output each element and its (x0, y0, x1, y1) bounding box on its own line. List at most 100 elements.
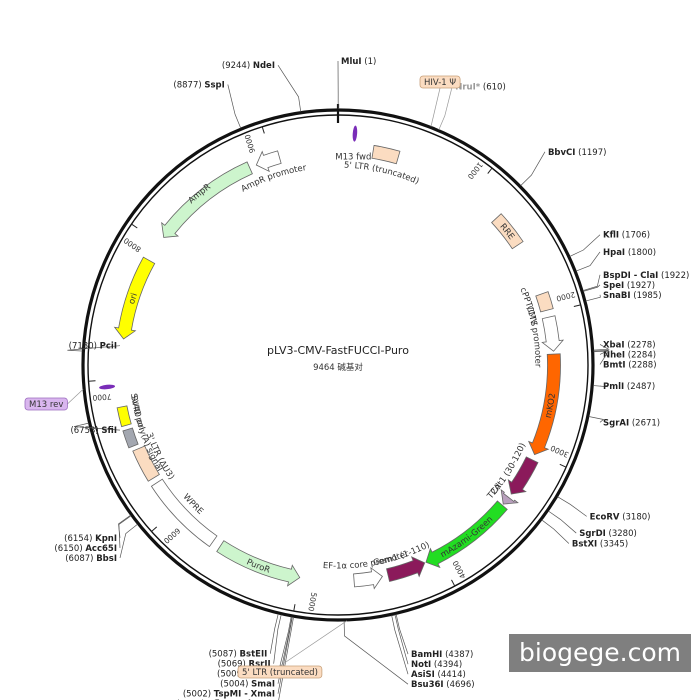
restriction-site-layer: MluI (1)NruI* (610)BbvCI (1197)KflI (170… (24, 57, 689, 700)
site-label: SgrAI (2671) (603, 418, 660, 428)
site-leader-line (273, 614, 282, 664)
feature-mazami-green (425, 500, 508, 569)
tick-label: 2000 (555, 290, 576, 303)
site-leader-line (588, 416, 605, 423)
site-label: (6154) KpnI (64, 534, 117, 544)
site-asisi: AsiSI (4414) (391, 615, 466, 680)
site-pcii: (7180) PciI (67, 342, 121, 352)
site-ecorv: EcoRV (3180) (557, 496, 650, 522)
plasmid-size: 9464 碱基对 (313, 362, 363, 373)
plasmid-backbone (81, 104, 595, 622)
feature-tag: M13 rev (24, 389, 84, 411)
feature-cdt1-30-120- (507, 456, 539, 495)
site-bbsi: (6087) BbsI (65, 523, 138, 564)
site-bmti: BmtI (2288) (593, 350, 657, 370)
site-label: NotI (4394) (411, 660, 462, 670)
site-sgrdi: SgrDI (3280) (548, 510, 637, 539)
site-leader-line (548, 510, 577, 534)
site-leader-line (391, 615, 409, 675)
site-bbvci: BbvCI (1197) (520, 148, 606, 186)
tick-label: 3000 (549, 443, 570, 459)
site-label: XbaI (2278) (603, 340, 656, 350)
site-leader-line (118, 514, 131, 538)
feature-label: CMV promoter (524, 305, 543, 368)
site-label: SgrDI (3280) (579, 529, 637, 539)
site-label: MluI (1) (341, 57, 376, 67)
tick-label: 5000 (306, 592, 318, 613)
feature-ampr-promoter (255, 150, 282, 173)
site-leader-line (67, 345, 121, 352)
site-leader-line (557, 496, 587, 517)
site-leader-line (343, 620, 409, 685)
feature-tag: 5' LTR (truncated) (237, 620, 348, 679)
site-snabi: SnaBI (1985) (585, 291, 662, 302)
site-label: Bsu36I (4696) (411, 680, 475, 690)
tick-mark (151, 526, 158, 532)
site-label: (5004) SmaI (220, 680, 275, 690)
svg-text:5' LTR (truncated): 5' LTR (truncated) (242, 668, 318, 678)
site-leader-line (73, 422, 121, 431)
primer-m13-rev (99, 384, 116, 390)
site-leader-line (593, 385, 609, 388)
site-leader-line (118, 515, 132, 548)
site-leader-line (520, 151, 546, 186)
tick-mark (559, 463, 567, 468)
feature-ef-1-core-promoter (353, 566, 383, 590)
tick-mark (131, 223, 138, 229)
tick-label: 7000 (92, 392, 112, 402)
plasmid-name: pLV3-CMV-FastFUCCI-Puro (267, 344, 409, 357)
feature-label: SV40 ori (128, 395, 146, 432)
site-label: (8877) SspI (173, 80, 224, 90)
feature-label: 5' LTR (truncated) (344, 161, 421, 187)
feature-wpre (150, 478, 218, 548)
feature-sv40-poly-a-signal (122, 427, 139, 449)
feature-tag: HIV-1 Ψ (419, 75, 461, 127)
site-label: (5069) RsrII (218, 660, 271, 670)
site-sfii: (6753) SfiI (70, 422, 121, 436)
site-leader-line (278, 617, 294, 700)
site-leader-line (277, 616, 293, 694)
site-leader-line (593, 349, 609, 355)
site-xbai: XbaI (2278) (593, 340, 656, 351)
tick-label: 4000 (451, 559, 468, 580)
site-label: (6753) SfiI (70, 426, 117, 436)
tick-mark (293, 604, 296, 612)
tick-mark (261, 126, 265, 134)
site-label: (6087) BbsI (65, 554, 117, 564)
site-label: SpeI (1927) (603, 281, 655, 291)
site-label: PmlI (2487) (603, 382, 655, 392)
primer-m13-fwd (352, 125, 358, 142)
site-leader-line (593, 344, 610, 351)
site-label: NheI (2284) (603, 350, 656, 360)
site-leader-line (277, 65, 302, 112)
tick-label: 8000 (122, 236, 143, 254)
site-leader-line (438, 86, 453, 130)
svg-text:M13 rev: M13 rev (29, 400, 63, 410)
site-label: BspDI - ClaI (1922) (603, 271, 689, 281)
site-label: BamHI (4387) (411, 650, 473, 660)
site-nhei: NheI (2284) (593, 349, 656, 360)
site-leader-line (583, 284, 601, 292)
site-bstxi: BstXI (3345) (541, 519, 628, 550)
site-mlui: MluI (1) (337, 57, 376, 110)
tick-mark (487, 167, 493, 174)
feature-t2a (500, 488, 519, 505)
site-spei: SpeI (1927) (583, 281, 655, 292)
feature-cmv-promoter (541, 315, 565, 352)
primer-label: M13 fwd (335, 153, 371, 163)
site-pmli: PmlI (2487) (593, 382, 655, 392)
site-leader-line (541, 519, 570, 544)
feature-3-ltr-u3- (132, 445, 160, 482)
site-label: (5087) BstEII (209, 650, 268, 660)
feature-rre (491, 213, 524, 250)
site-leader-line (395, 614, 409, 655)
site-ndei: (9244) NdeI (222, 61, 302, 112)
site-leader-line (585, 294, 601, 302)
site-label: KflI (1706) (603, 231, 650, 241)
site-kfli: KflI (1706) (569, 231, 650, 257)
site-sspi: (8877) SspI (173, 80, 242, 129)
site-hpai: HpaI (1800) (576, 248, 656, 272)
site-bsu36i: Bsu36I (4696) (343, 620, 475, 690)
site-label: BstXI (3345) (572, 540, 628, 550)
